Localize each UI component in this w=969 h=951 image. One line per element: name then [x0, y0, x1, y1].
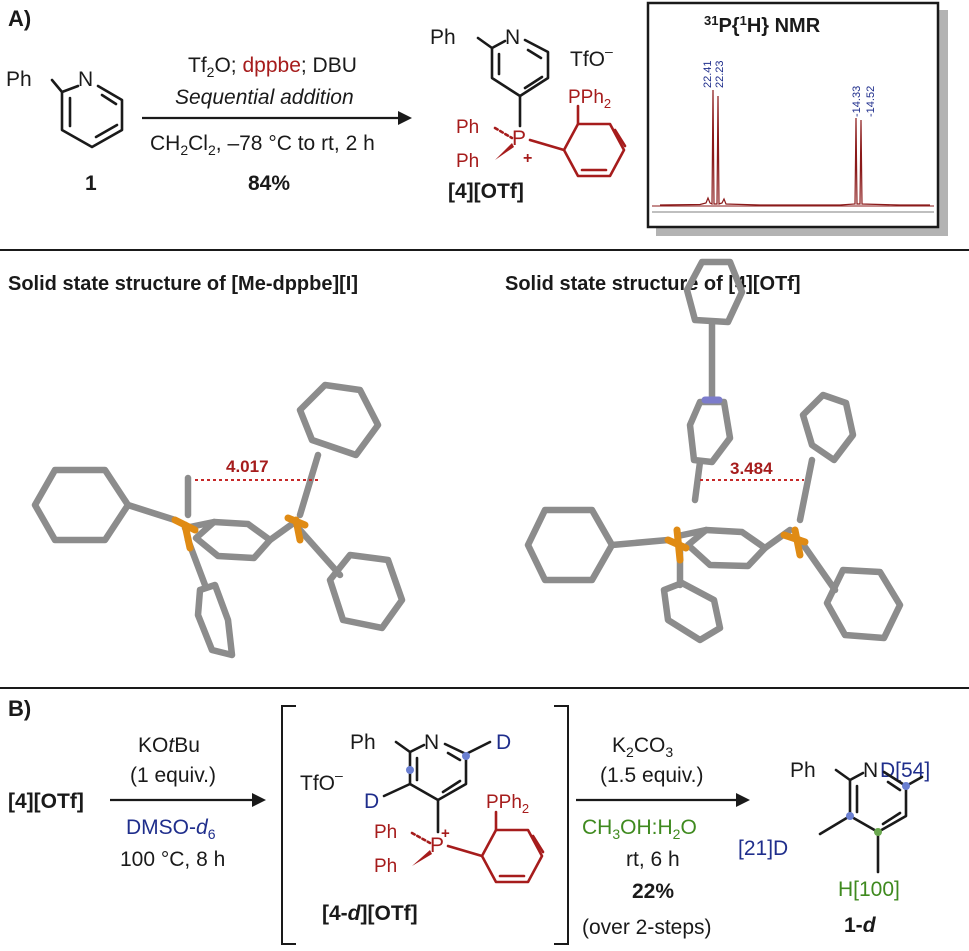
reaction-arrow-a — [142, 111, 412, 125]
product-1d-structure: Ph N D[54] [21]D H[100] — [738, 759, 930, 901]
panel-a-label: A) — [8, 6, 31, 31]
solvent2-methanol-water: CH3OH:H2O — [582, 816, 697, 842]
intermediate-brackets — [281, 705, 569, 945]
reactant-label: 1 — [85, 172, 97, 195]
reaction-arrow-b2 — [576, 793, 750, 807]
nmr-title: 31P{1H} NMR — [704, 13, 821, 37]
nmr-inset: 31P{1H} NMR 22.41 22.23 -14.33 -14.52 — [646, 1, 948, 236]
yield-b: 22% — [632, 880, 674, 903]
intermediate-4d-structure: TfO– Ph N D D P + Ph Ph PPh2 — [300, 731, 545, 884]
product-1d-label: 1-d — [844, 914, 877, 937]
nmr-peak-1: 22.41 — [702, 60, 714, 88]
reactant-n-label: N — [78, 68, 93, 91]
intermediate-ph2: Ph — [374, 856, 397, 877]
nmr-peak-3: -14.33 — [851, 86, 863, 117]
pph2-group: PPh2 — [568, 87, 611, 111]
base-kotbu: KOtBu — [138, 734, 200, 757]
product-ph-label: Ph — [430, 26, 456, 49]
base-equiv: (1 equiv.) — [130, 764, 216, 787]
conditions-text: CH2Cl2, –78 °C to rt, 2 h — [150, 132, 375, 158]
right-distance-label: 3.484 — [730, 459, 773, 478]
conditions-time-b2: rt, 6 h — [626, 848, 680, 871]
product-1d-ph: Ph — [790, 759, 816, 782]
intermediate-ph1: Ph — [374, 822, 397, 843]
product-d21-label: [21]D — [738, 837, 788, 860]
product-p-charge: + — [523, 150, 532, 167]
product-label-a: [4][OTf] — [448, 180, 524, 203]
right-crystal-structure: 3.484 — [524, 258, 904, 644]
product-ph1: Ph — [456, 117, 479, 138]
reactant-ph-label: Ph — [6, 68, 32, 91]
yield-a: 84% — [248, 172, 290, 195]
intermediate-p-charge: + — [441, 825, 450, 842]
sequential-addition-text: Sequential addition — [175, 86, 354, 109]
conditions-temp-b1: 100 °C, 8 h — [120, 848, 225, 871]
left-distance-label: 4.017 — [226, 457, 269, 476]
reactant-1-structure: Ph N — [6, 68, 124, 149]
intermediate-p-atom: P — [430, 834, 444, 857]
nmr-peak-4: -14.52 — [865, 86, 877, 117]
product-ph2: Ph — [456, 151, 479, 172]
intermediate-label: [4-d][OTf] — [322, 902, 418, 925]
product-p-atom: P — [512, 127, 526, 150]
intermediate-n: N — [424, 731, 439, 754]
intermediate-pph2: PPh2 — [486, 792, 529, 816]
dppbe-reagent: dppbe — [242, 54, 300, 77]
reaction-arrow-b1 — [110, 793, 266, 807]
counterion-otf: TfO– — [570, 43, 613, 71]
intermediate-d2: D — [364, 790, 379, 813]
product-d54-label: D[54] — [880, 759, 930, 782]
intermediate-ph: Ph — [350, 731, 376, 754]
reagents-text: Tf2O; dppbe; DBU — [188, 54, 357, 80]
panel-b-start-material: [4][OTf] — [8, 790, 84, 813]
yield-b-note: (over 2-steps) — [582, 916, 712, 939]
right-structure-title: Solid state structure of [4][OTf] — [505, 273, 801, 295]
intermediate-counterion: TfO– — [300, 767, 343, 795]
left-structure-title: Solid state structure of [Me-dppbe][I] — [8, 273, 358, 295]
product-n-label: N — [505, 26, 520, 49]
base2-k2co3: K2CO3 — [612, 734, 673, 760]
product-h100-label: H[100] — [838, 878, 900, 901]
panel-b-label: B) — [8, 696, 31, 721]
left-crystal-structure: 4.017 — [31, 381, 406, 659]
product-4-structure: Ph N P + Ph Ph PPh2 TfO– — [430, 26, 627, 178]
base2-equiv: (1.5 equiv.) — [600, 764, 704, 787]
nmr-peak-2: 22.23 — [714, 60, 726, 88]
solvent-dmso: DMSO-d6 — [126, 816, 216, 842]
product-1d-n: N — [863, 759, 878, 782]
intermediate-d1: D — [496, 731, 511, 754]
